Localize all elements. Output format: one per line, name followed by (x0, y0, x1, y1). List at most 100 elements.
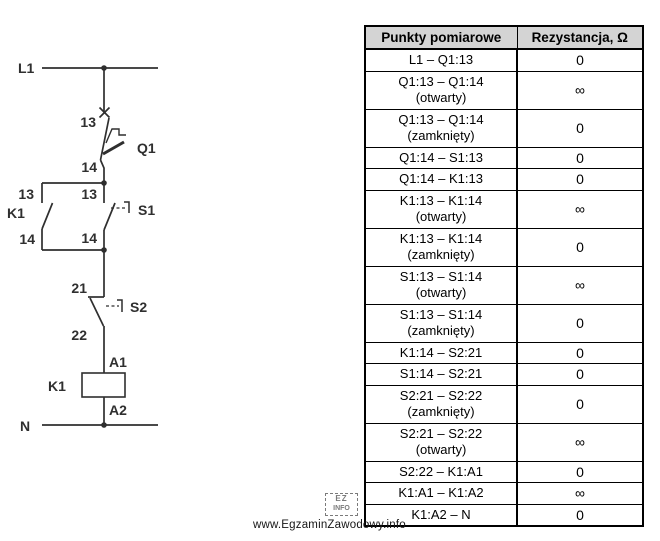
label-q1-terminal-14: 14 (81, 159, 97, 175)
resistance-cell: 0 (516, 108, 644, 148)
points-cell: S2:21 – S2:22(zamknięty) (364, 384, 518, 424)
state-text: (zamknięty) (407, 128, 475, 143)
points-cell: Q1:13 – Q1:14(otwarty) (364, 70, 518, 110)
points-text: S1:13 – S1:14 (399, 268, 483, 284)
state-text: (otwarty) (415, 90, 467, 105)
watermark-url: www.EgzaminZawodowy.info (253, 519, 406, 531)
points-text: K1:13 – K1:14 (399, 230, 483, 246)
points-cell: K1:13 – K1:14(otwarty) (364, 189, 518, 229)
label-s1: S1 (138, 202, 155, 218)
table-row: Q1:13 – Q1:14(otwarty) ∞ (364, 70, 644, 110)
points-cell: K1:13 – K1:14(zamknięty) (364, 227, 518, 267)
label-coil-terminal-a2: A2 (109, 402, 127, 418)
table-row: K1:A1 – K1:A2 ∞ (364, 482, 644, 505)
table-row: Q1:13 – Q1:14(zamknięty) 0 (364, 108, 644, 148)
q1-breaker-symbol (98, 68, 126, 186)
points-cell: Q1:14 – S1:13 (364, 146, 518, 169)
table-row: S1:14 – S2:21 0 (364, 363, 644, 386)
circuit-diagram: L1 13 Q1 14 13 K1 14 13 S1 14 21 S2 22 A… (7, 60, 158, 434)
label-k1-coil: K1 (48, 378, 66, 394)
resistance-cell: 0 (516, 48, 644, 72)
points-text: Q1:13 – Q1:14 (398, 111, 484, 127)
points-text: S1:13 – S1:14 (399, 306, 483, 322)
table-row: S2:21 – S2:22(zamknięty) 0 (364, 384, 644, 424)
points-text: S2:21 – S2:22 (399, 387, 483, 403)
resistance-cell: 0 (516, 303, 644, 343)
measurement-table: Punkty pomiarowe Rezystancja, Ω L1 – Q1:… (364, 25, 644, 527)
stamp-text-info: INFO (333, 505, 350, 512)
s1-no-pushbutton-symbol (101, 183, 130, 253)
table-row: K1:14 – S2:21 0 (364, 341, 644, 364)
column-header-resistance: Rezystancja, Ω (516, 25, 644, 50)
label-l1: L1 (18, 60, 35, 76)
resistance-cell: ∞ (516, 70, 644, 110)
label-s2-terminal-22: 22 (71, 327, 87, 343)
n-rail (42, 422, 158, 428)
column-header-points: Punkty pomiarowe (364, 25, 518, 50)
points-cell: S1:13 – S1:14(zamknięty) (364, 303, 518, 343)
state-text: (otwarty) (415, 442, 467, 457)
junction-dot (101, 422, 107, 428)
points-text: Q1:14 – S1:13 (399, 149, 483, 165)
state-text: (zamknięty) (407, 404, 475, 419)
resistance-cell: ∞ (516, 482, 644, 505)
table-row: K1:13 – K1:14(zamknięty) 0 (364, 227, 644, 267)
resistance-cell: 0 (516, 460, 644, 483)
k1-no-contact-symbol (41, 182, 104, 251)
points-text: S2:21 – S2:22 (399, 425, 483, 441)
points-text: S1:14 – S2:21 (399, 366, 483, 381)
points-cell: S2:21 – S2:22(otwarty) (364, 422, 518, 462)
points-cell: Q1:14 – K1:13 (364, 168, 518, 191)
points-text: L1 – Q1:13 (408, 52, 474, 67)
label-coil-terminal-a1: A1 (109, 354, 127, 370)
table-row: Q1:14 – S1:13 0 (364, 146, 644, 169)
points-cell: S2:22 – K1:A1 (364, 460, 518, 483)
points-text: K1:A2 – N (411, 506, 471, 522)
table-row: S1:13 – S1:14(otwarty) ∞ (364, 265, 644, 305)
label-k1-terminal-13: 13 (18, 186, 34, 202)
table-header-row: Punkty pomiarowe Rezystancja, Ω (364, 25, 644, 50)
l1-rail (42, 65, 158, 71)
points-cell: S1:13 – S1:14(otwarty) (364, 265, 518, 305)
k1-coil-symbol (81, 372, 126, 425)
table-row: S2:22 – K1:A1 0 (364, 460, 644, 483)
table-row: S1:13 – S1:14(zamknięty) 0 (364, 303, 644, 343)
points-text: Q1:14 – K1:13 (399, 171, 483, 186)
resistance-cell: 0 (516, 146, 644, 169)
points-cell: S1:14 – S2:21 (364, 363, 518, 386)
ez-info-stamp-logo: EZ INFO (325, 493, 358, 516)
table-row: L1 – Q1:13 0 (364, 48, 644, 72)
points-text: K1:13 – K1:14 (399, 192, 483, 208)
table-row: S2:21 – S2:22(otwarty) ∞ (364, 422, 644, 462)
s2-nc-pushbutton-symbol (88, 250, 123, 373)
points-text: K1:14 – S2:21 (399, 344, 483, 360)
label-s2: S2 (130, 299, 147, 315)
resistance-cell: ∞ (516, 189, 644, 229)
label-k1-contact: K1 (7, 205, 25, 221)
resistance-cell: 0 (516, 384, 644, 424)
state-text: (otwarty) (415, 285, 467, 300)
state-text: (zamknięty) (407, 247, 475, 262)
stamp-text-ez: EZ (335, 494, 348, 503)
points-cell: Q1:13 – Q1:14(zamknięty) (364, 108, 518, 148)
label-s2-terminal-21: 21 (71, 280, 87, 296)
state-text: (otwarty) (415, 209, 467, 224)
label-q1-terminal-13: 13 (80, 114, 96, 130)
points-text: K1:A1 – K1:A2 (398, 485, 484, 500)
resistance-cell: 0 (516, 168, 644, 191)
label-s1-terminal-13: 13 (81, 186, 97, 202)
resistance-cell: 0 (516, 227, 644, 267)
resistance-cell: ∞ (516, 422, 644, 462)
points-cell: K1:A2 – N (364, 503, 518, 527)
points-text: S2:22 – K1:A1 (399, 463, 483, 479)
label-s1-terminal-14: 14 (81, 230, 97, 246)
resistance-cell: 0 (516, 341, 644, 364)
table-row: Q1:14 – K1:13 0 (364, 168, 644, 191)
resistance-cell: 0 (516, 363, 644, 386)
state-text: (zamknięty) (407, 323, 475, 338)
label-n: N (20, 418, 30, 434)
label-q1: Q1 (137, 140, 156, 156)
points-cell: L1 – Q1:13 (364, 48, 518, 72)
resistance-cell: 0 (516, 503, 644, 527)
points-text: Q1:13 – Q1:14 (398, 73, 484, 89)
